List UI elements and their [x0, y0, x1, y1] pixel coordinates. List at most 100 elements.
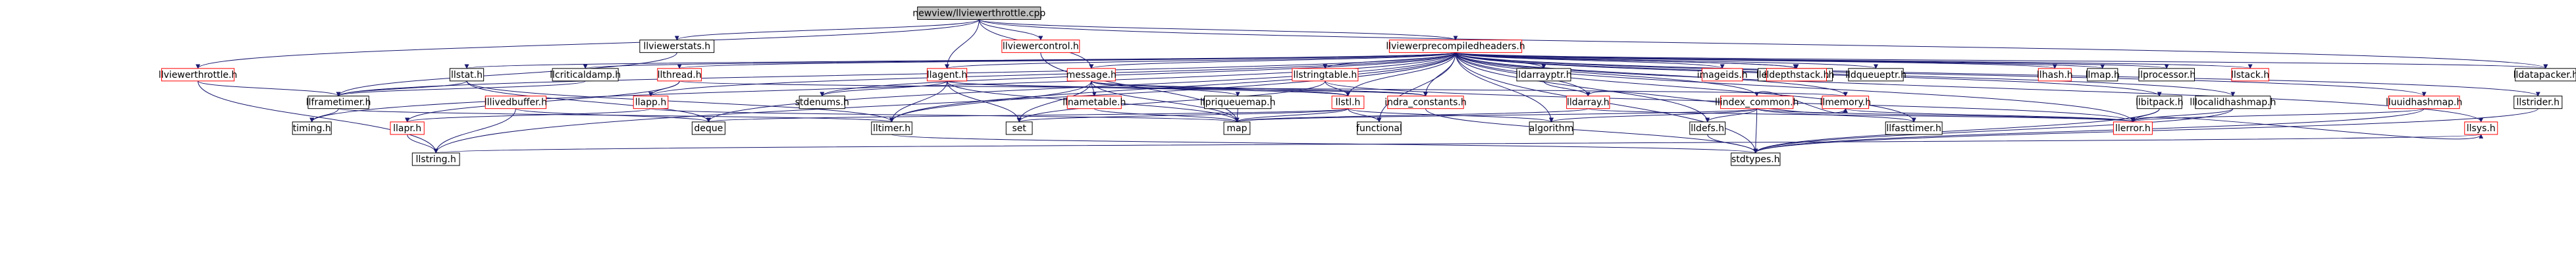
node-label-lllocalidhashmap: lllocalidhashmap.h: [2190, 98, 2276, 108]
node-box-algorithm: [1529, 121, 1574, 135]
edge-llviewerprecompiledheaders-to-llstack: [1455, 52, 2252, 69]
node-llindex_common[interactable]: llindex_common.h: [1715, 96, 1799, 109]
node-lldefs[interactable]: lldefs.h: [1689, 121, 1726, 135]
node-stdtypes[interactable]: stdtypes.h: [1731, 152, 1781, 166]
edge-llviewerthrottle-to-llframetimer: [197, 80, 341, 97]
node-label-lluuidhashmap: lluuidhashmap.h: [2386, 98, 2462, 108]
node-box-root: [917, 7, 1041, 20]
node-llframetimer[interactable]: llframetimer.h: [306, 96, 371, 109]
edge-llindex_common-to-algorithm: [1549, 108, 1758, 123]
node-label-algorithm: algorithm: [1529, 123, 1574, 134]
node-box-lldefs: [1689, 121, 1726, 135]
node-lldepthstack[interactable]: lldepthstack.h: [1764, 68, 1829, 82]
node-stdenums[interactable]: stdenums.h: [795, 96, 849, 109]
node-deque[interactable]: deque: [691, 121, 725, 135]
node-timing[interactable]: timing.h: [292, 121, 332, 135]
node-set[interactable]: set: [1005, 121, 1033, 135]
node-box-llapp: [633, 96, 669, 109]
node-label-indra_constants: indra_constants.h: [1384, 98, 1466, 108]
edge-llstringtable-to-set: [1016, 80, 1326, 123]
node-label-llnametable: llnametable.h: [1063, 98, 1126, 108]
node-llviewercontrol[interactable]: llviewercontrol.h: [1001, 40, 1080, 53]
edge-lldarrayptr-to-lldarray: [1543, 80, 1590, 97]
edge-llviewerprecompiledheaders-to-lldefs: [1455, 52, 1710, 123]
node-box-llstl: [1331, 96, 1365, 109]
node-llagent[interactable]: llagent.h: [927, 68, 968, 82]
node-llstring[interactable]: llstring.h: [411, 152, 460, 166]
node-llsys[interactable]: llsys.h: [2464, 121, 2498, 135]
edge-llagent-to-stdenums: [820, 80, 948, 97]
node-box-llviewerstats: [639, 40, 715, 53]
edge-llviewerprecompiledheaders-to-llapp: [648, 52, 1456, 97]
node-llapp[interactable]: llapp.h: [633, 96, 669, 109]
node-llviewerstats[interactable]: llviewerstats.h: [639, 40, 715, 53]
node-box-functional: [1357, 121, 1402, 135]
node-llfasttimer[interactable]: llfasttimer.h: [1885, 121, 1943, 135]
node-llnametable[interactable]: llnametable.h: [1063, 96, 1126, 109]
edge-lluuidhashmap-to-llerror: [2130, 108, 2425, 123]
node-lllivedbuffer[interactable]: lllivedbuffer.h: [485, 96, 547, 109]
node-llmemory[interactable]: llmemory.h: [1820, 96, 1872, 109]
node-algorithm[interactable]: algorithm: [1529, 121, 1574, 135]
edge-llviewerprecompiledheaders-to-lluuidhashmap: [1455, 52, 2427, 97]
node-llstrider[interactable]: llstrider.h: [2513, 96, 2563, 109]
edge-lllivedbuffer-to-deque: [515, 108, 711, 123]
node-layer: newview/llviewerthrottle.cppllviewerstat…: [159, 7, 2576, 166]
node-box-llhash: [2037, 68, 2072, 82]
node-lllocalidhashmap[interactable]: lllocalidhashmap.h: [2190, 96, 2276, 109]
edge-llviewerprecompiledheaders-to-llendianswizzle: [1455, 52, 1798, 69]
node-box-llprocessor: [2138, 68, 2195, 82]
node-label-message: message.h: [1066, 70, 1117, 80]
node-label-llthread: llthread.h: [658, 70, 702, 80]
node-llstringtable[interactable]: llstringtable.h: [1292, 68, 1359, 82]
node-label-llbitpack: llbitpack.h: [2136, 98, 2184, 108]
edge-llindex_common-to-map: [1234, 108, 1758, 123]
node-lldqueueptr[interactable]: lldqueueptr.h: [1845, 68, 1906, 82]
node-label-map: map: [1226, 123, 1247, 134]
edge-llstl-to-functional: [1348, 108, 1382, 123]
edge-llviewerprecompiledheaders-to-functional: [1377, 52, 1456, 123]
node-llviewerprecompiledheaders[interactable]: llviewerprecompiledheaders.h: [1386, 40, 1525, 53]
node-llbitpack[interactable]: llbitpack.h: [2136, 96, 2184, 109]
node-llstl[interactable]: llstl.h: [1331, 96, 1365, 109]
node-box-llframetimer: [307, 96, 369, 109]
node-box-lldarrayptr: [1516, 68, 1571, 82]
node-llprocessor[interactable]: llprocessor.h: [2138, 68, 2195, 82]
node-label-lllivedbuffer: lllivedbuffer.h: [485, 98, 547, 108]
edge-llviewerprecompiledheaders-to-llprocessor: [1455, 52, 2169, 69]
node-functional[interactable]: functional: [1356, 121, 1402, 135]
node-llmap[interactable]: llmap.h: [2086, 68, 2120, 82]
node-map[interactable]: map: [1223, 121, 1251, 135]
node-lldatapacker[interactable]: lldatapacker.h: [2513, 68, 2576, 82]
node-llerror[interactable]: llerror.h: [2113, 121, 2153, 135]
edge-llstl-to-deque: [706, 108, 1349, 123]
node-label-llstat: llstat.h: [451, 70, 483, 80]
node-llthread[interactable]: llthread.h: [657, 68, 702, 82]
node-message[interactable]: message.h: [1066, 68, 1117, 82]
node-label-llstl: llstl.h: [1336, 98, 1361, 108]
node-lldarray[interactable]: lldarray.h: [1566, 96, 1610, 109]
node-label-llcriticaldamp: llcriticaldamp.h: [550, 70, 621, 80]
node-llcriticaldamp[interactable]: llcriticaldamp.h: [550, 68, 621, 82]
node-llstat[interactable]: llstat.h: [449, 68, 485, 82]
node-label-functional: functional: [1356, 123, 1402, 134]
node-llpriqueuemap[interactable]: llpriqueuemap.h: [1200, 96, 1276, 109]
node-label-llprocessor: llprocessor.h: [2138, 70, 2195, 80]
node-label-llfasttimer: llfasttimer.h: [1886, 123, 1941, 134]
node-label-deque: deque: [694, 123, 723, 134]
node-llhash[interactable]: llhash.h: [2037, 68, 2073, 82]
node-box-llpriqueuemap: [1204, 96, 1272, 109]
node-llapr[interactable]: llapr.h: [390, 121, 425, 135]
node-lltimer[interactable]: lltimer.h: [871, 121, 912, 135]
node-lluuidhashmap[interactable]: lluuidhashmap.h: [2386, 96, 2462, 109]
node-llviewerthrottle[interactable]: llviewerthrottle.h: [159, 68, 238, 82]
edge-llerror-to-llsys: [2132, 117, 2484, 140]
edge-lldarray-to-llerror: [1587, 108, 2135, 123]
node-box-llviewerthrottle: [161, 68, 235, 82]
node-lldarrayptr[interactable]: lldarrayptr.h: [1515, 68, 1572, 82]
node-label-llapr: llapr.h: [393, 123, 421, 134]
node-llstack[interactable]: llstack.h: [2231, 68, 2269, 82]
edge-llbitpack-to-stdtypes: [1753, 108, 2160, 154]
node-imageids[interactable]: imageids.h: [1697, 68, 1748, 82]
node-indra_constants[interactable]: indra_constants.h: [1384, 96, 1467, 109]
